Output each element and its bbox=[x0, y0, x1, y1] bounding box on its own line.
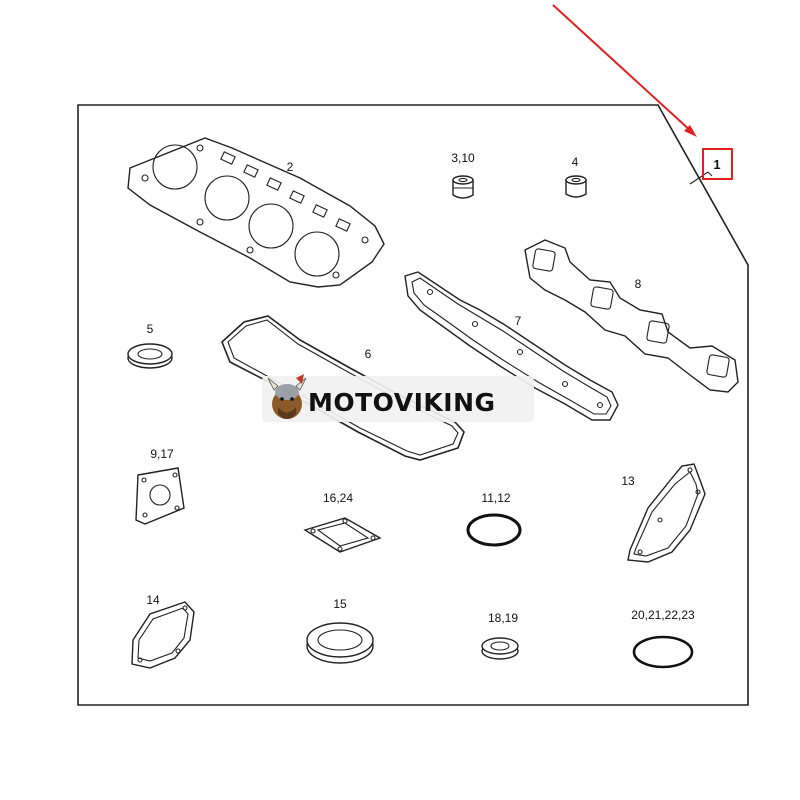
diagram-frame bbox=[77, 104, 749, 706]
manifold-gasket-part-7 bbox=[404, 271, 619, 421]
head-gasket-part bbox=[127, 137, 385, 288]
callout-label: 1 bbox=[713, 157, 720, 172]
manifold-gasket-part-8 bbox=[524, 239, 739, 393]
part-label-8: 8 bbox=[635, 277, 642, 291]
part-label-15: 15 bbox=[333, 597, 347, 611]
flange-gasket-part bbox=[135, 467, 185, 525]
part-label-2: 2 bbox=[287, 160, 294, 174]
watermark-brand-text: MOTOVIKING bbox=[308, 388, 496, 417]
part-label-11-12: 11,12 bbox=[481, 491, 510, 505]
o-ring-part-11 bbox=[466, 513, 522, 547]
part-label-6: 6 bbox=[365, 347, 372, 361]
oil-seal-part bbox=[127, 343, 173, 369]
watermark-banner: MOTOVIKING bbox=[262, 374, 534, 422]
viking-logo-icon bbox=[267, 374, 307, 419]
part-label-18-19: 18,19 bbox=[488, 611, 518, 625]
part-label-5: 5 bbox=[147, 322, 154, 336]
part-label-3-10: 3,10 bbox=[451, 151, 475, 165]
large-seal-part bbox=[306, 622, 374, 664]
o-ring-part-20 bbox=[632, 635, 694, 669]
part-label-9-17: 9,17 bbox=[150, 447, 174, 461]
water-pump-gasket-part bbox=[627, 463, 706, 563]
part-label-4: 4 bbox=[572, 155, 579, 169]
valve-stem-seal-part bbox=[452, 175, 474, 199]
part-label-16-24: 16,24 bbox=[323, 491, 353, 505]
callout-leader-line bbox=[689, 171, 709, 185]
part-label-14: 14 bbox=[146, 593, 160, 607]
bushing-part bbox=[565, 175, 587, 198]
part-label-20-23: 20,21,22,23 bbox=[631, 608, 695, 622]
callout-leader-line-2 bbox=[707, 171, 713, 177]
red-arrowhead-icon bbox=[684, 125, 697, 137]
small-seal-part bbox=[481, 637, 519, 660]
red-arrow-icon bbox=[552, 4, 693, 133]
cover-gasket-part bbox=[131, 601, 195, 669]
part-label-13: 13 bbox=[621, 474, 635, 488]
square-gasket-part bbox=[303, 517, 382, 553]
part-label-7: 7 bbox=[515, 314, 522, 328]
callout-box bbox=[702, 148, 733, 180]
